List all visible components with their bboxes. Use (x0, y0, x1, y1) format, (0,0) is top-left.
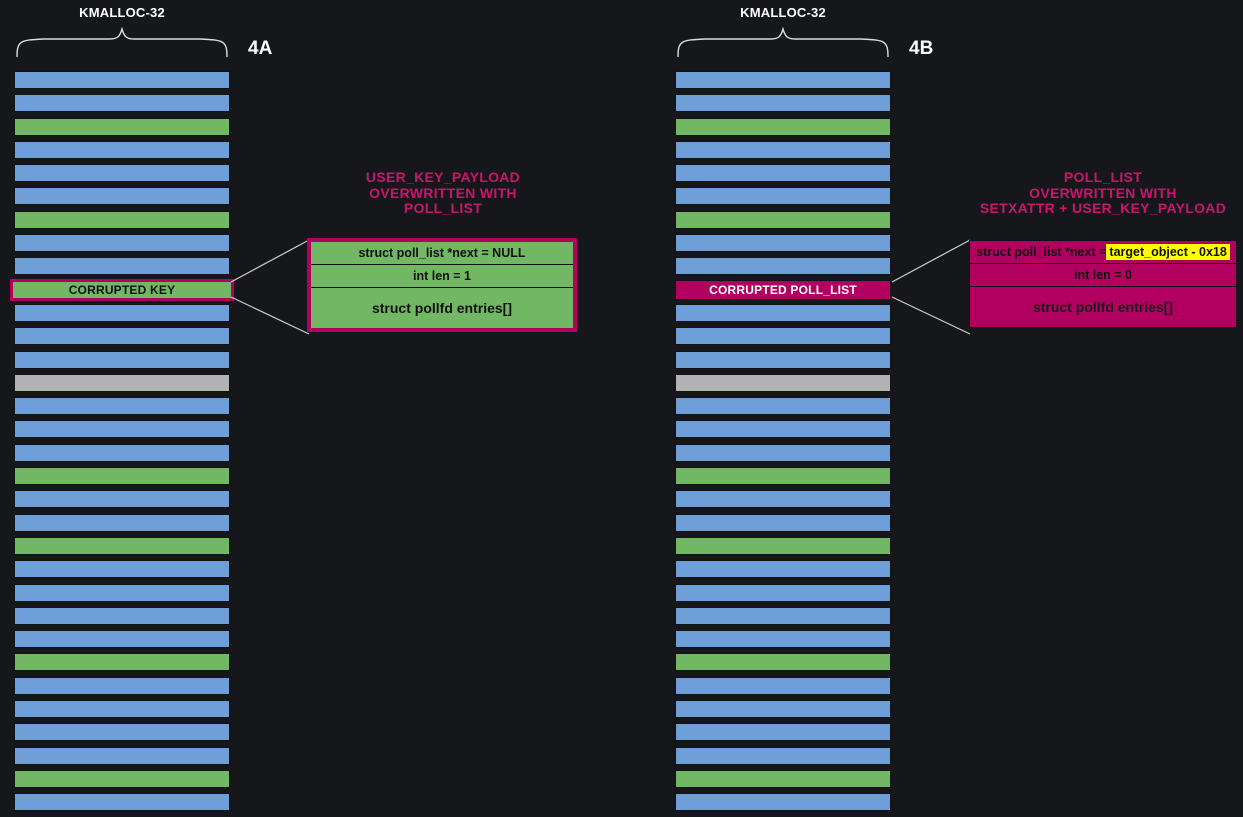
target-object-highlight: target_object - 0x18 (1106, 244, 1230, 260)
slab-row (675, 234, 891, 253)
corrupted-poll-list-label: CORRUPTED POLL_LIST (709, 282, 857, 297)
slab-row (14, 71, 230, 89)
step-label-4b: 4B (909, 38, 934, 59)
struct-field-len: int len = 0 (970, 264, 1236, 287)
callout-heading-4a: USER_KEY_PAYLOAD OVERWRITTEN WITH POLL_L… (365, 169, 521, 216)
slab-row (14, 94, 230, 113)
corrupted-poll-list-row: CORRUPTED POLL_LIST (675, 279, 891, 300)
struct-field-entries: struct pollfd entries[] (311, 288, 573, 328)
corrupted-key-label: CORRUPTED KEY (68, 282, 176, 297)
slab-row (675, 397, 891, 416)
slab-row (14, 397, 230, 416)
slab-row (14, 327, 230, 346)
slab-row (675, 420, 891, 439)
slab-row (14, 234, 230, 253)
slab-row (675, 793, 891, 812)
slab-row (675, 583, 891, 602)
slab-row (675, 94, 891, 113)
brace-icon-4a (16, 27, 228, 57)
slab-row (14, 536, 230, 555)
brace-icon-4b (677, 27, 889, 57)
slab-row (675, 443, 891, 462)
slab-row (675, 257, 891, 276)
slab-column-4a: CORRUPTED KEY (10, 71, 234, 817)
slab-row (675, 187, 891, 206)
slab-row (675, 653, 891, 672)
slab-row (675, 490, 891, 509)
slab-row (675, 769, 891, 788)
slab-row (14, 303, 230, 322)
slab-row (14, 443, 230, 462)
panel-4a: KMALLOC-32 4A CORRUPTED KEY (0, 0, 620, 817)
struct-poll-list-box-4a: struct poll_list *next = NULL int len = … (307, 238, 577, 332)
slab-row (14, 606, 230, 625)
struct-field-next: struct poll_list *next = NULL (311, 242, 573, 265)
slab-row (675, 164, 891, 183)
slab-row (14, 187, 230, 206)
slab-row (675, 630, 891, 649)
slab-row (14, 467, 230, 486)
slab-row (675, 210, 891, 229)
slab-row (14, 210, 230, 229)
slab-row (14, 140, 230, 159)
slab-row (675, 350, 891, 369)
slab-row (14, 490, 230, 509)
slab-row (14, 117, 230, 136)
struct-field-len-text: int len = 1 (412, 269, 471, 283)
struct-field-next-text: struct poll_list *next = (976, 245, 1107, 259)
slab-row (675, 117, 891, 136)
struct-field-entries-text: struct pollfd entries[] (371, 300, 512, 316)
slab-row (14, 723, 230, 742)
slab-row (675, 513, 891, 532)
callout-heading-4b: POLL_LIST OVERWRITTEN WITH SETXATTR + US… (979, 169, 1227, 216)
slab-row (14, 583, 230, 602)
slab-row-free (14, 373, 230, 392)
slab-row (14, 746, 230, 765)
slab-row (675, 71, 891, 89)
struct-field-len: int len = 1 (311, 265, 573, 288)
slab-row (14, 653, 230, 672)
step-label-4a: 4A (248, 38, 273, 59)
slab-row (675, 560, 891, 579)
struct-poll-list-box-4b: struct poll_list *next = target_object -… (969, 240, 1237, 328)
slab-row (14, 420, 230, 439)
slab-row (14, 793, 230, 812)
slab-row (14, 513, 230, 532)
slab-row (675, 676, 891, 695)
slab-row (675, 327, 891, 346)
slab-row (14, 350, 230, 369)
struct-field-entries-text: struct pollfd entries[] (1032, 299, 1173, 315)
slab-row (14, 700, 230, 719)
struct-field-next: struct poll_list *next = target_object -… (970, 241, 1236, 264)
slab-row (675, 303, 891, 322)
slab-row (14, 164, 230, 183)
slab-row (675, 606, 891, 625)
slab-row (14, 676, 230, 695)
slab-row (675, 723, 891, 742)
slab-column-4b: CORRUPTED POLL_LIST (675, 71, 891, 817)
struct-field-len-text: int len = 0 (1073, 268, 1132, 282)
slab-row (675, 140, 891, 159)
slab-row (14, 630, 230, 649)
slab-row (14, 560, 230, 579)
corrupted-key-row: CORRUPTED KEY (10, 278, 234, 301)
slab-row-free (675, 373, 891, 392)
struct-field-entries: struct pollfd entries[] (970, 287, 1236, 327)
slab-title-4b: KMALLOC-32 (740, 5, 826, 20)
slab-row (675, 536, 891, 555)
slab-row (675, 700, 891, 719)
slab-row (675, 467, 891, 486)
slab-title-4a: KMALLOC-32 (79, 5, 165, 20)
slab-row (14, 769, 230, 788)
panel-4b: KMALLOC-32 4B CORRUPTED POLL_LIST (661, 0, 1243, 817)
slab-row (14, 257, 230, 276)
slab-row (675, 746, 891, 765)
struct-field-next-text: struct poll_list *next = NULL (358, 246, 526, 260)
